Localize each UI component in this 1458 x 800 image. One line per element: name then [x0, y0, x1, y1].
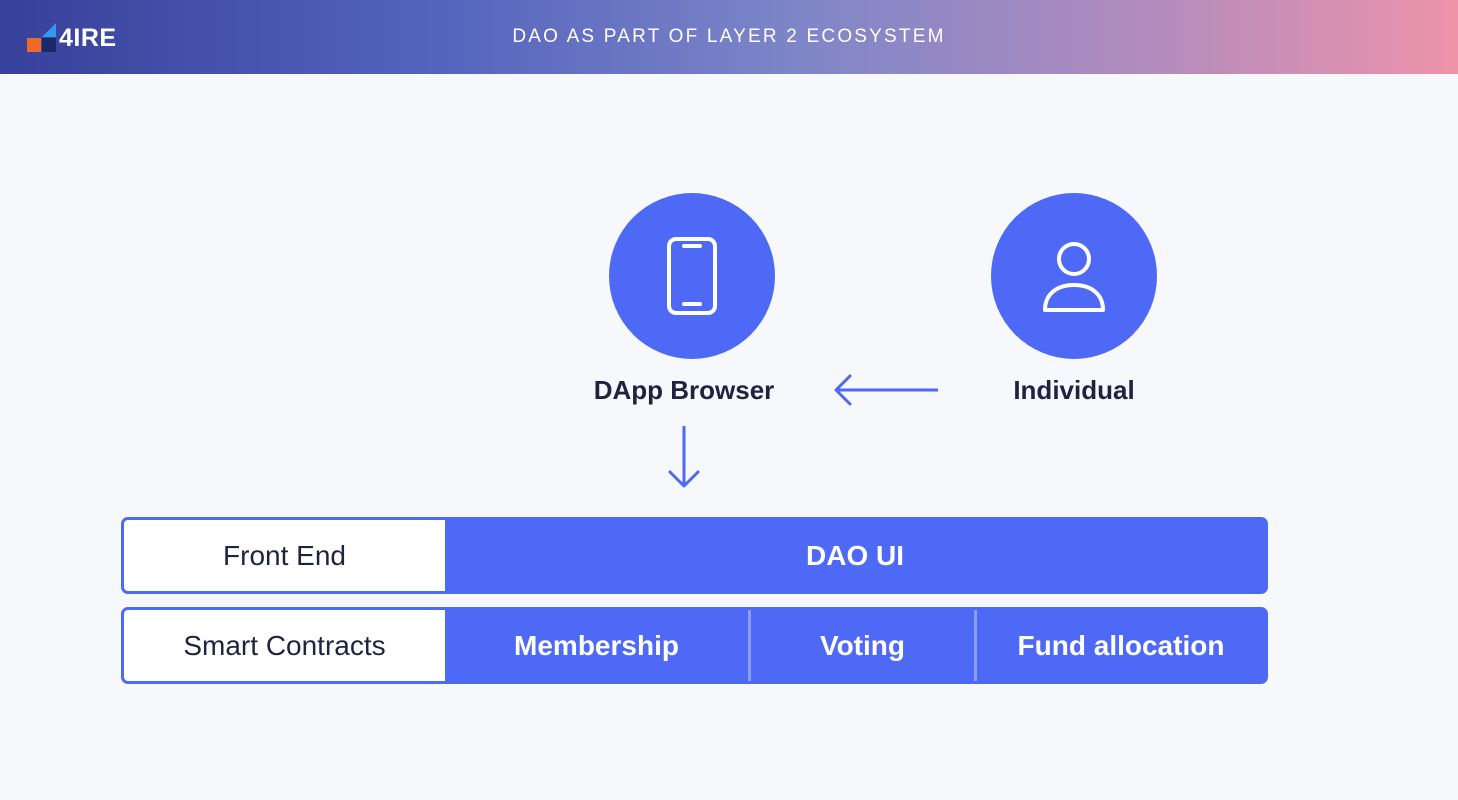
logo-mark-icon [27, 23, 57, 53]
individual-label: Individual [1013, 375, 1135, 405]
dao-ui-cell: DAO UI [806, 539, 904, 571]
front-end-label: Front End [124, 520, 445, 591]
page-title: DAO AS PART OF LAYER 2 ECOSYSTEM [512, 26, 946, 47]
membership-cell: Membership [514, 629, 679, 661]
user-icon [1043, 242, 1105, 312]
brand-logo: 4IRE [27, 22, 117, 54]
smartphone-icon [667, 237, 717, 315]
front-end-layer: Front End DAO UI [121, 517, 1268, 594]
dapp-browser-node [609, 193, 775, 359]
voting-cell: Voting [819, 629, 905, 661]
arrow-down-icon [668, 426, 700, 488]
arrow-left-icon [834, 374, 938, 406]
smart-contracts-label: Smart Contracts [124, 610, 445, 681]
smart-contracts-layer: Smart Contracts Membership Voting Fund a… [121, 607, 1268, 684]
dapp-browser-label: DApp Browser [593, 375, 775, 405]
header-banner: 4IRE DAO AS PART OF LAYER 2 ECOSYSTEM [0, 0, 1458, 74]
cell-divider [748, 610, 751, 681]
logo-text: 4IRE [59, 24, 117, 52]
cell-divider [974, 610, 977, 681]
individual-node [991, 193, 1157, 359]
fund-allocation-cell: Fund allocation [1017, 629, 1225, 661]
